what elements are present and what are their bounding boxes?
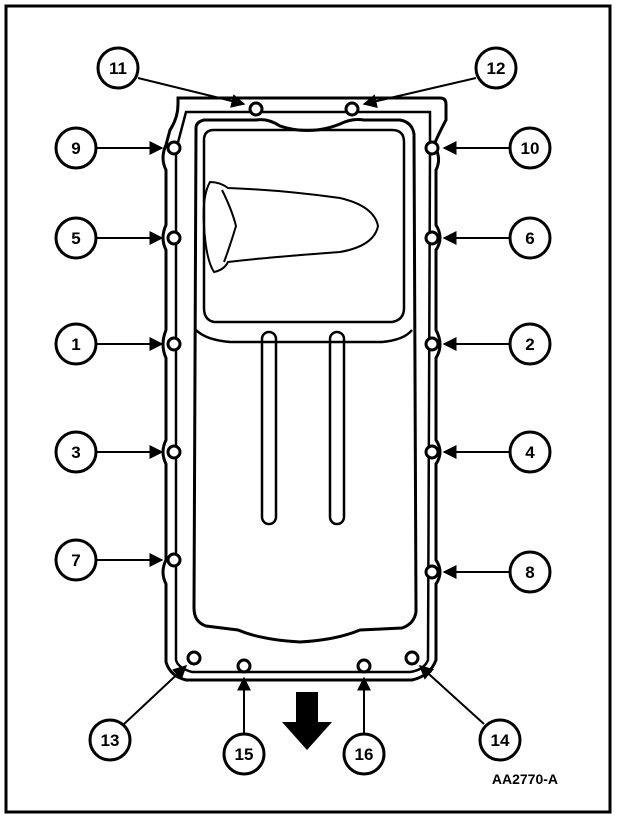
- callout-9: 9: [54, 126, 98, 170]
- bolt-5: [166, 230, 182, 246]
- svg-text:16: 16: [355, 745, 374, 764]
- callout-1: 1: [54, 322, 98, 366]
- callout-16: 16: [342, 732, 386, 776]
- callout-3: 3: [54, 430, 98, 474]
- bolt-10: [424, 140, 440, 156]
- callout-5: 5: [54, 216, 98, 260]
- svg-text:9: 9: [71, 139, 80, 158]
- bolt-11: [248, 101, 264, 117]
- callout-15: 15: [222, 732, 266, 776]
- front-direction-arrow: [282, 692, 332, 750]
- svg-text:5: 5: [71, 229, 80, 248]
- svg-text:2: 2: [525, 335, 534, 354]
- bolt-16: [356, 658, 372, 674]
- svg-text:7: 7: [71, 551, 80, 570]
- bolt-1: [166, 336, 182, 352]
- svg-text:13: 13: [101, 731, 120, 750]
- bolt-14: [404, 650, 420, 666]
- svg-text:15: 15: [235, 745, 254, 764]
- callout-7: 7: [54, 538, 98, 582]
- svg-text:1: 1: [71, 335, 80, 354]
- svg-text:12: 12: [487, 59, 506, 78]
- svg-text:6: 6: [525, 229, 534, 248]
- bolt-12: [344, 101, 360, 117]
- callout-12: 12: [474, 46, 518, 90]
- callout-4: 4: [508, 430, 552, 474]
- callout-14: 14: [478, 718, 522, 762]
- svg-text:3: 3: [71, 443, 80, 462]
- callouts: 11 12 9 10 5 6 1 2: [54, 46, 552, 776]
- svg-text:11: 11: [109, 59, 127, 78]
- figure-reference-id: AA2770-A: [492, 771, 558, 787]
- callout-2: 2: [508, 322, 552, 366]
- bolt-13: [186, 650, 202, 666]
- figure-frame: [4, 4, 612, 814]
- callout-6: 6: [508, 216, 552, 260]
- oil-pan-outline: [161, 96, 448, 682]
- bolt-8: [424, 564, 440, 580]
- bolt-3: [166, 444, 182, 460]
- bolt-holes: [166, 101, 440, 674]
- callout-13: 13: [88, 718, 132, 762]
- svg-text:10: 10: [521, 139, 540, 158]
- svg-text:14: 14: [491, 731, 510, 750]
- bolt-4: [424, 444, 440, 460]
- callout-11: 11: [96, 46, 140, 90]
- bolt-7: [166, 552, 182, 568]
- callout-10: 10: [508, 126, 552, 170]
- bolt-6: [424, 230, 440, 246]
- bolt-2: [424, 336, 440, 352]
- svg-text:8: 8: [525, 563, 534, 582]
- leader-arrows: [96, 77, 510, 734]
- svg-text:4: 4: [525, 443, 535, 462]
- bolt-15: [236, 658, 252, 674]
- bolt-9: [166, 140, 182, 156]
- callout-8: 8: [508, 550, 552, 594]
